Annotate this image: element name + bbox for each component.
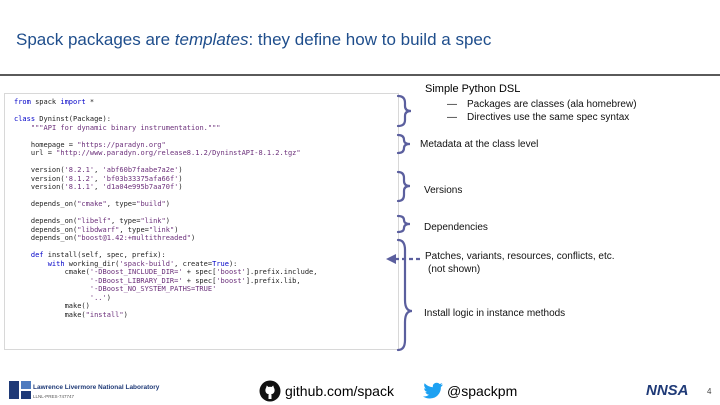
slide-title: Spack packages are templates: they defin… [16,30,491,50]
code-line [14,107,317,116]
brace-metadata [396,133,411,155]
lab-name: Lawrence Livermore National Laboratory [33,384,160,391]
twitter-icon [422,382,443,399]
code-line: depends_on("cmake", type="build") [14,200,170,208]
code-line: from spack import * [14,98,95,106]
bullet-dash: — [447,112,457,123]
code-line: """API for dynamic binary instrumentatio… [30,123,221,132]
title-prefix: Spack packages are [16,30,175,49]
label-install: Install logic in instance methods [424,308,566,319]
github-icon [259,380,281,402]
code-line: def install(self, spec, prefix): [30,251,166,259]
label-patches: Patches, variants, resources, conflicts,… [425,251,615,262]
code-line [14,243,317,252]
github-link[interactable]: github.com/spack [285,383,394,399]
dsl-bullets: — Packages are classes (ala homebrew) — … [447,98,637,124]
twitter-handle[interactable]: @spackpm [447,383,518,399]
code-line: '-DBoost_NO_SYSTEM_PATHS=TRUE' [89,285,217,293]
code-line: url = "http://www.paradyn.org/release8.1… [14,149,301,157]
label-metadata: Metadata at the class level [420,139,539,150]
code-line: homepage = "https://paradyn.org" [14,140,166,149]
brace-dependencies [396,214,411,234]
code-line: make("install") [14,310,128,319]
label-versions: Versions [424,185,463,196]
code-line: '-DBoost_LIBRARY_DIR=' + spec['boost'].p… [89,276,301,285]
code-line: cmake('-DBoost_INCLUDE_DIR=' + spec['boo… [14,268,318,276]
bullet-item: — Packages are classes (ala homebrew) [447,98,637,111]
title-suffix: : they define how to build a spec [248,30,492,49]
code-line: version('8.2.1', 'abf60b7faabe7a2e') [14,166,183,174]
brace-install [396,238,413,352]
code-line [14,192,317,201]
code-line: class Dyninst(Package): [14,115,111,123]
code-line: '..') [89,293,111,302]
code-block: from spack import * class Dyninst(Packag… [14,98,317,319]
bullet-dash: — [447,99,457,110]
bullet-text: Directives use the same spec syntax [467,112,630,123]
code-line [14,158,317,167]
llnl-logo-icon [9,381,31,399]
lab-subtext: LLNL-PRES-747747 [33,394,75,399]
brace-versions [396,170,411,203]
brace-class [396,94,412,128]
code-line: version('8.1.2', 'bf03b33375afa66f') [14,174,183,183]
code-line: depends_on("libelf", type="link") [14,217,170,225]
title-divider [0,74,720,76]
code-line: make() [14,302,90,310]
label-dependencies: Dependencies [424,222,488,233]
code-line: depends_on("libdwarf", type="link") [14,225,179,234]
code-line: depends_on("boost@1.42:+multithreaded") [14,234,196,242]
page-number: 4 [707,387,712,396]
code-line [14,132,317,141]
bullet-text: Packages are classes (ala homebrew) [467,99,637,110]
code-panel [4,93,399,350]
code-line: with working_dir('spack-build', create=T… [47,259,238,268]
label-patches-note: (not shown) [428,264,481,275]
nnsa-logo: NNSA [646,382,689,399]
bullet-item: — Directives use the same spec syntax [447,111,637,124]
code-line: version('8.1.1', 'd1a04e995b7aa70f') [14,183,183,191]
title-emphasis: templates [174,30,249,49]
dsl-heading: Simple Python DSL [425,83,521,95]
code-line [14,209,317,218]
